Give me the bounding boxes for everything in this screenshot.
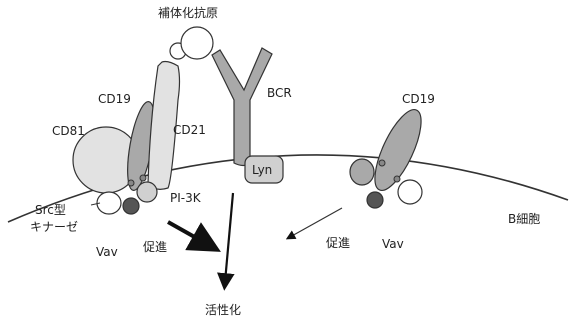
label-bcr: BCR: [267, 86, 292, 100]
label-pi3k: PI-3K: [170, 191, 201, 205]
label-promotion-left: 促進: [143, 240, 167, 254]
label-cd81: CD81: [52, 124, 85, 138]
label-src-line2: キナーゼ: [30, 220, 78, 234]
activation-arrow: [225, 193, 233, 282]
label-b-cell: B細胞: [508, 212, 540, 226]
right-white-circle: [398, 180, 422, 204]
phospho-dot-left-1: [128, 180, 134, 186]
pi3k-right-circle: [350, 159, 374, 185]
label-cd19-left: CD19: [98, 92, 131, 106]
src-kinase-circle: [97, 192, 121, 214]
label-vav-right: Vav: [382, 237, 404, 251]
pi3k-left-circle: [137, 182, 157, 202]
phospho-dot-right-2: [394, 176, 400, 182]
label-activation: 活性化: [205, 303, 241, 317]
vav-right-circle: [367, 192, 383, 208]
phospho-dot-left-2: [140, 175, 146, 181]
label-cd21: CD21: [173, 123, 206, 137]
label-complement-antigen: 補体化抗原: [158, 6, 218, 20]
phospho-dot-right-1: [379, 160, 385, 166]
label-cd19-right: CD19: [402, 92, 435, 106]
label-vav-left: Vav: [96, 245, 118, 259]
vav-left-circle: [123, 198, 139, 214]
promotion-arrow-left: [168, 222, 207, 244]
label-src-line1: Src型: [35, 203, 66, 217]
bcr-receptor: [212, 48, 272, 166]
label-lyn: Lyn: [252, 163, 272, 177]
promotion-arrow-right: [290, 208, 342, 237]
label-promotion-right: 促進: [326, 236, 350, 250]
complement-antigen-circle: [181, 27, 213, 59]
